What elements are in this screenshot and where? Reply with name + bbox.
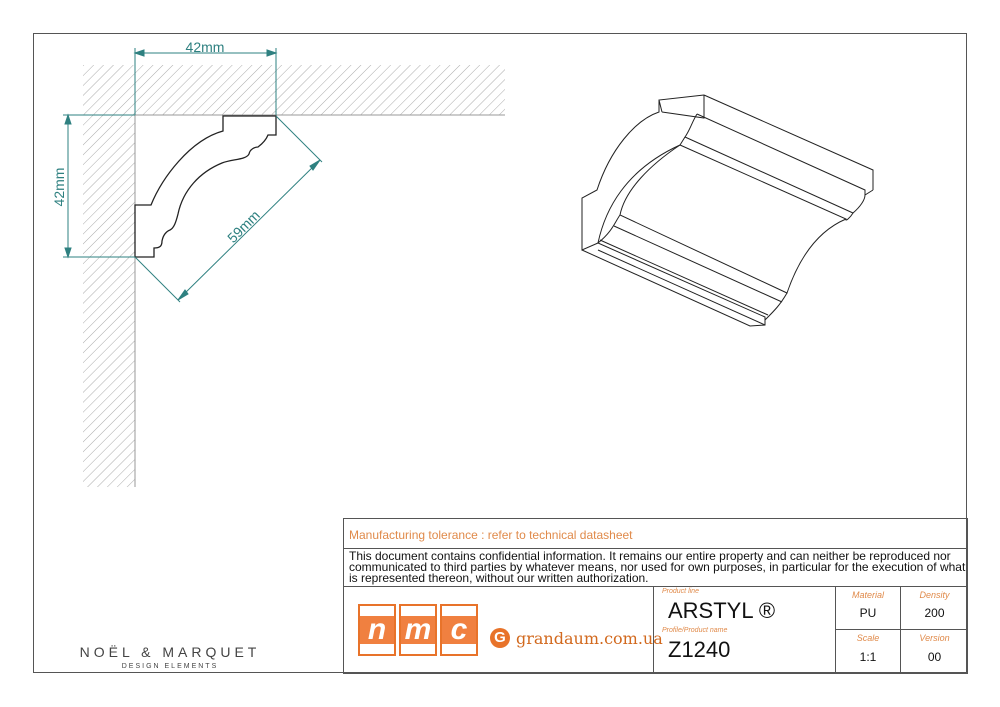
logo-letter-m: m (399, 604, 437, 656)
density-value: 200 (924, 606, 945, 620)
logo-letter-c: c (440, 604, 478, 656)
g-logo-icon: G (490, 628, 510, 648)
brand-subtitle: DESIGN ELEMENTS (121, 663, 219, 670)
version-cell: Version 00 (901, 630, 968, 674)
brand-logo: NOËL & MARQUET DESIGN ELEMENTS (60, 644, 280, 670)
density-cell: Density 200 (901, 587, 968, 630)
product-line: ARSTYL ® (668, 598, 776, 623)
dimensions (63, 48, 323, 303)
version-label: Version (919, 633, 950, 643)
scale-value: 1:1 (859, 650, 877, 664)
material-label: Material (851, 590, 884, 600)
profile-label: Profile/Product name (662, 627, 728, 634)
logo-letter-n: n (358, 604, 396, 656)
confidential-note: This document contains confidential info… (344, 549, 967, 587)
profile-3d-view (581, 94, 874, 327)
scale-label: Scale (856, 633, 880, 643)
material-cell: Material PU (836, 587, 901, 630)
scale-cell: Scale 1:1 (836, 630, 901, 674)
profile-name: Z1240 (668, 637, 731, 662)
title-block: Manufacturing tolerance : refer to techn… (343, 518, 968, 674)
dim-diagonal-label: 59mm (224, 207, 263, 246)
drawing-frame (33, 33, 967, 673)
product-cell: Product line ARSTYL ® Profile/Product na… (654, 587, 836, 674)
version-value: 00 (927, 650, 942, 664)
material-value: PU (859, 606, 877, 620)
logo-cell: n m c G grandaum.com.ua (344, 587, 663, 674)
product-line-label: Product line (662, 588, 699, 595)
watermark-url: grandaum.com.ua (516, 629, 663, 648)
dim-height-label: 42mm (51, 168, 67, 207)
profile-section (134, 115, 277, 258)
density-label: Density (919, 590, 950, 600)
dim-width-label: 42mm (186, 39, 225, 55)
brand-name: NOËL & MARQUET (79, 644, 261, 660)
wall-hatch (83, 65, 505, 487)
tolerance-note: Manufacturing tolerance : refer to techn… (344, 519, 967, 549)
